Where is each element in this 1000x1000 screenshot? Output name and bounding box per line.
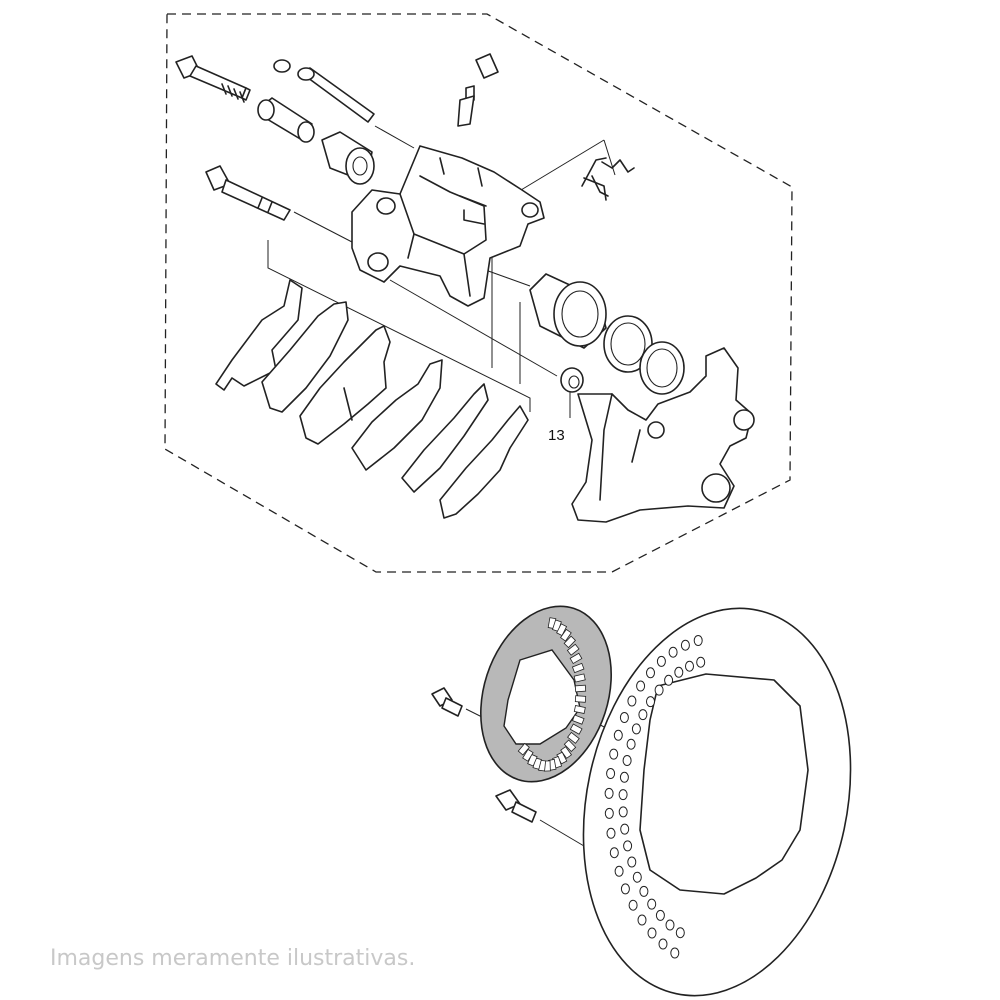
illustration-disclaimer: Imagens meramente ilustrativas. (50, 946, 416, 971)
disc-bolt (495, 789, 537, 823)
brake-pad-shim-inner (439, 405, 529, 519)
bushing-13 (560, 367, 584, 393)
caliper-assembly-boundary (164, 13, 793, 573)
callout-label-13: 13 (548, 427, 565, 444)
caliper-body (351, 145, 545, 307)
dust-seal (639, 341, 685, 395)
piston-seal (603, 315, 653, 373)
brake-pad-shim-outer (215, 279, 303, 391)
caliper-pin-bolt (175, 55, 251, 103)
brake-pad-inner (351, 359, 443, 471)
caliper-bracket (571, 347, 755, 523)
brake-pad-outer (299, 325, 391, 445)
caliper-sleeve (257, 97, 315, 143)
bleed-screw (457, 53, 499, 127)
abs-rotor-bolt (431, 687, 463, 717)
abs-sensor-rotor (480, 605, 612, 783)
pin-boot (321, 131, 375, 185)
caliper-mount-bolt (205, 165, 291, 221)
slide-pin (273, 59, 375, 123)
brake-disc (582, 607, 852, 997)
brake-pad-inner-backing (401, 383, 489, 493)
brake-pad-outer-backing (261, 301, 349, 413)
pad-spring (581, 157, 635, 201)
caliper-piston (529, 273, 607, 349)
